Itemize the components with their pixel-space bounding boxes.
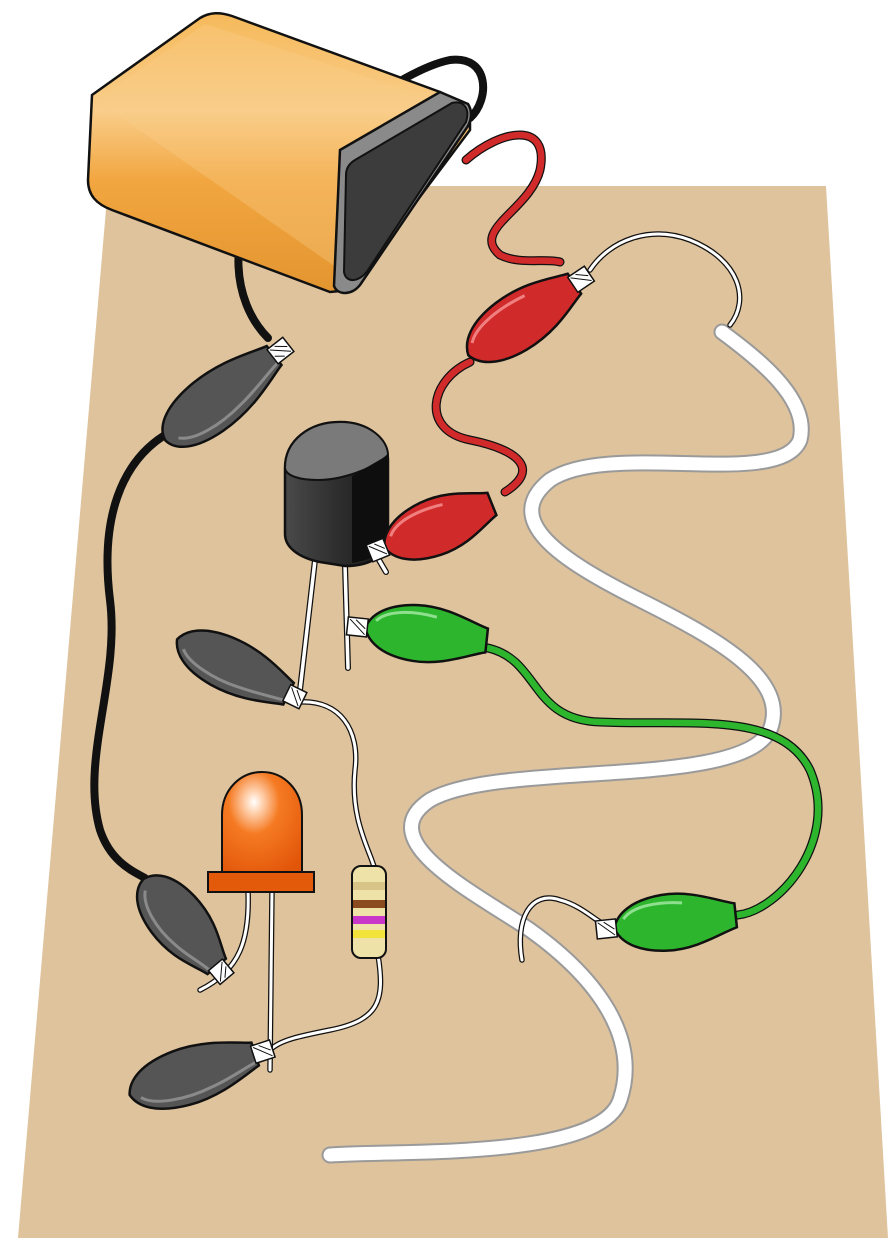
- alligator-clip-green-lower: [594, 892, 739, 952]
- red-wire: [431, 130, 565, 497]
- nine-volt-battery-icon: [86, 12, 473, 295]
- resistor-lead-wire: [267, 699, 384, 1053]
- alligator-clip-red-upper: [465, 265, 596, 364]
- alligator-clip-green-upper: [345, 603, 490, 664]
- alligator-clip-black-middle: [175, 629, 308, 710]
- transistor-icon: [283, 420, 390, 568]
- led-icon: [207, 770, 315, 893]
- white-wire-short-bottom: [517, 895, 608, 963]
- led-legs: [197, 887, 275, 1073]
- resistor-icon: [351, 865, 387, 959]
- alligator-clip-red-lower: [365, 491, 498, 563]
- white-wire-long: [321, 323, 810, 1164]
- alligator-clip-black-lower-left: [135, 874, 235, 986]
- alligator-clip-black-bottom: [128, 1039, 277, 1110]
- white-wire-short-top: [587, 231, 743, 328]
- green-wire: [483, 643, 823, 920]
- breadboard-base: [18, 186, 888, 1238]
- alligator-clip-black-upper: [161, 336, 295, 448]
